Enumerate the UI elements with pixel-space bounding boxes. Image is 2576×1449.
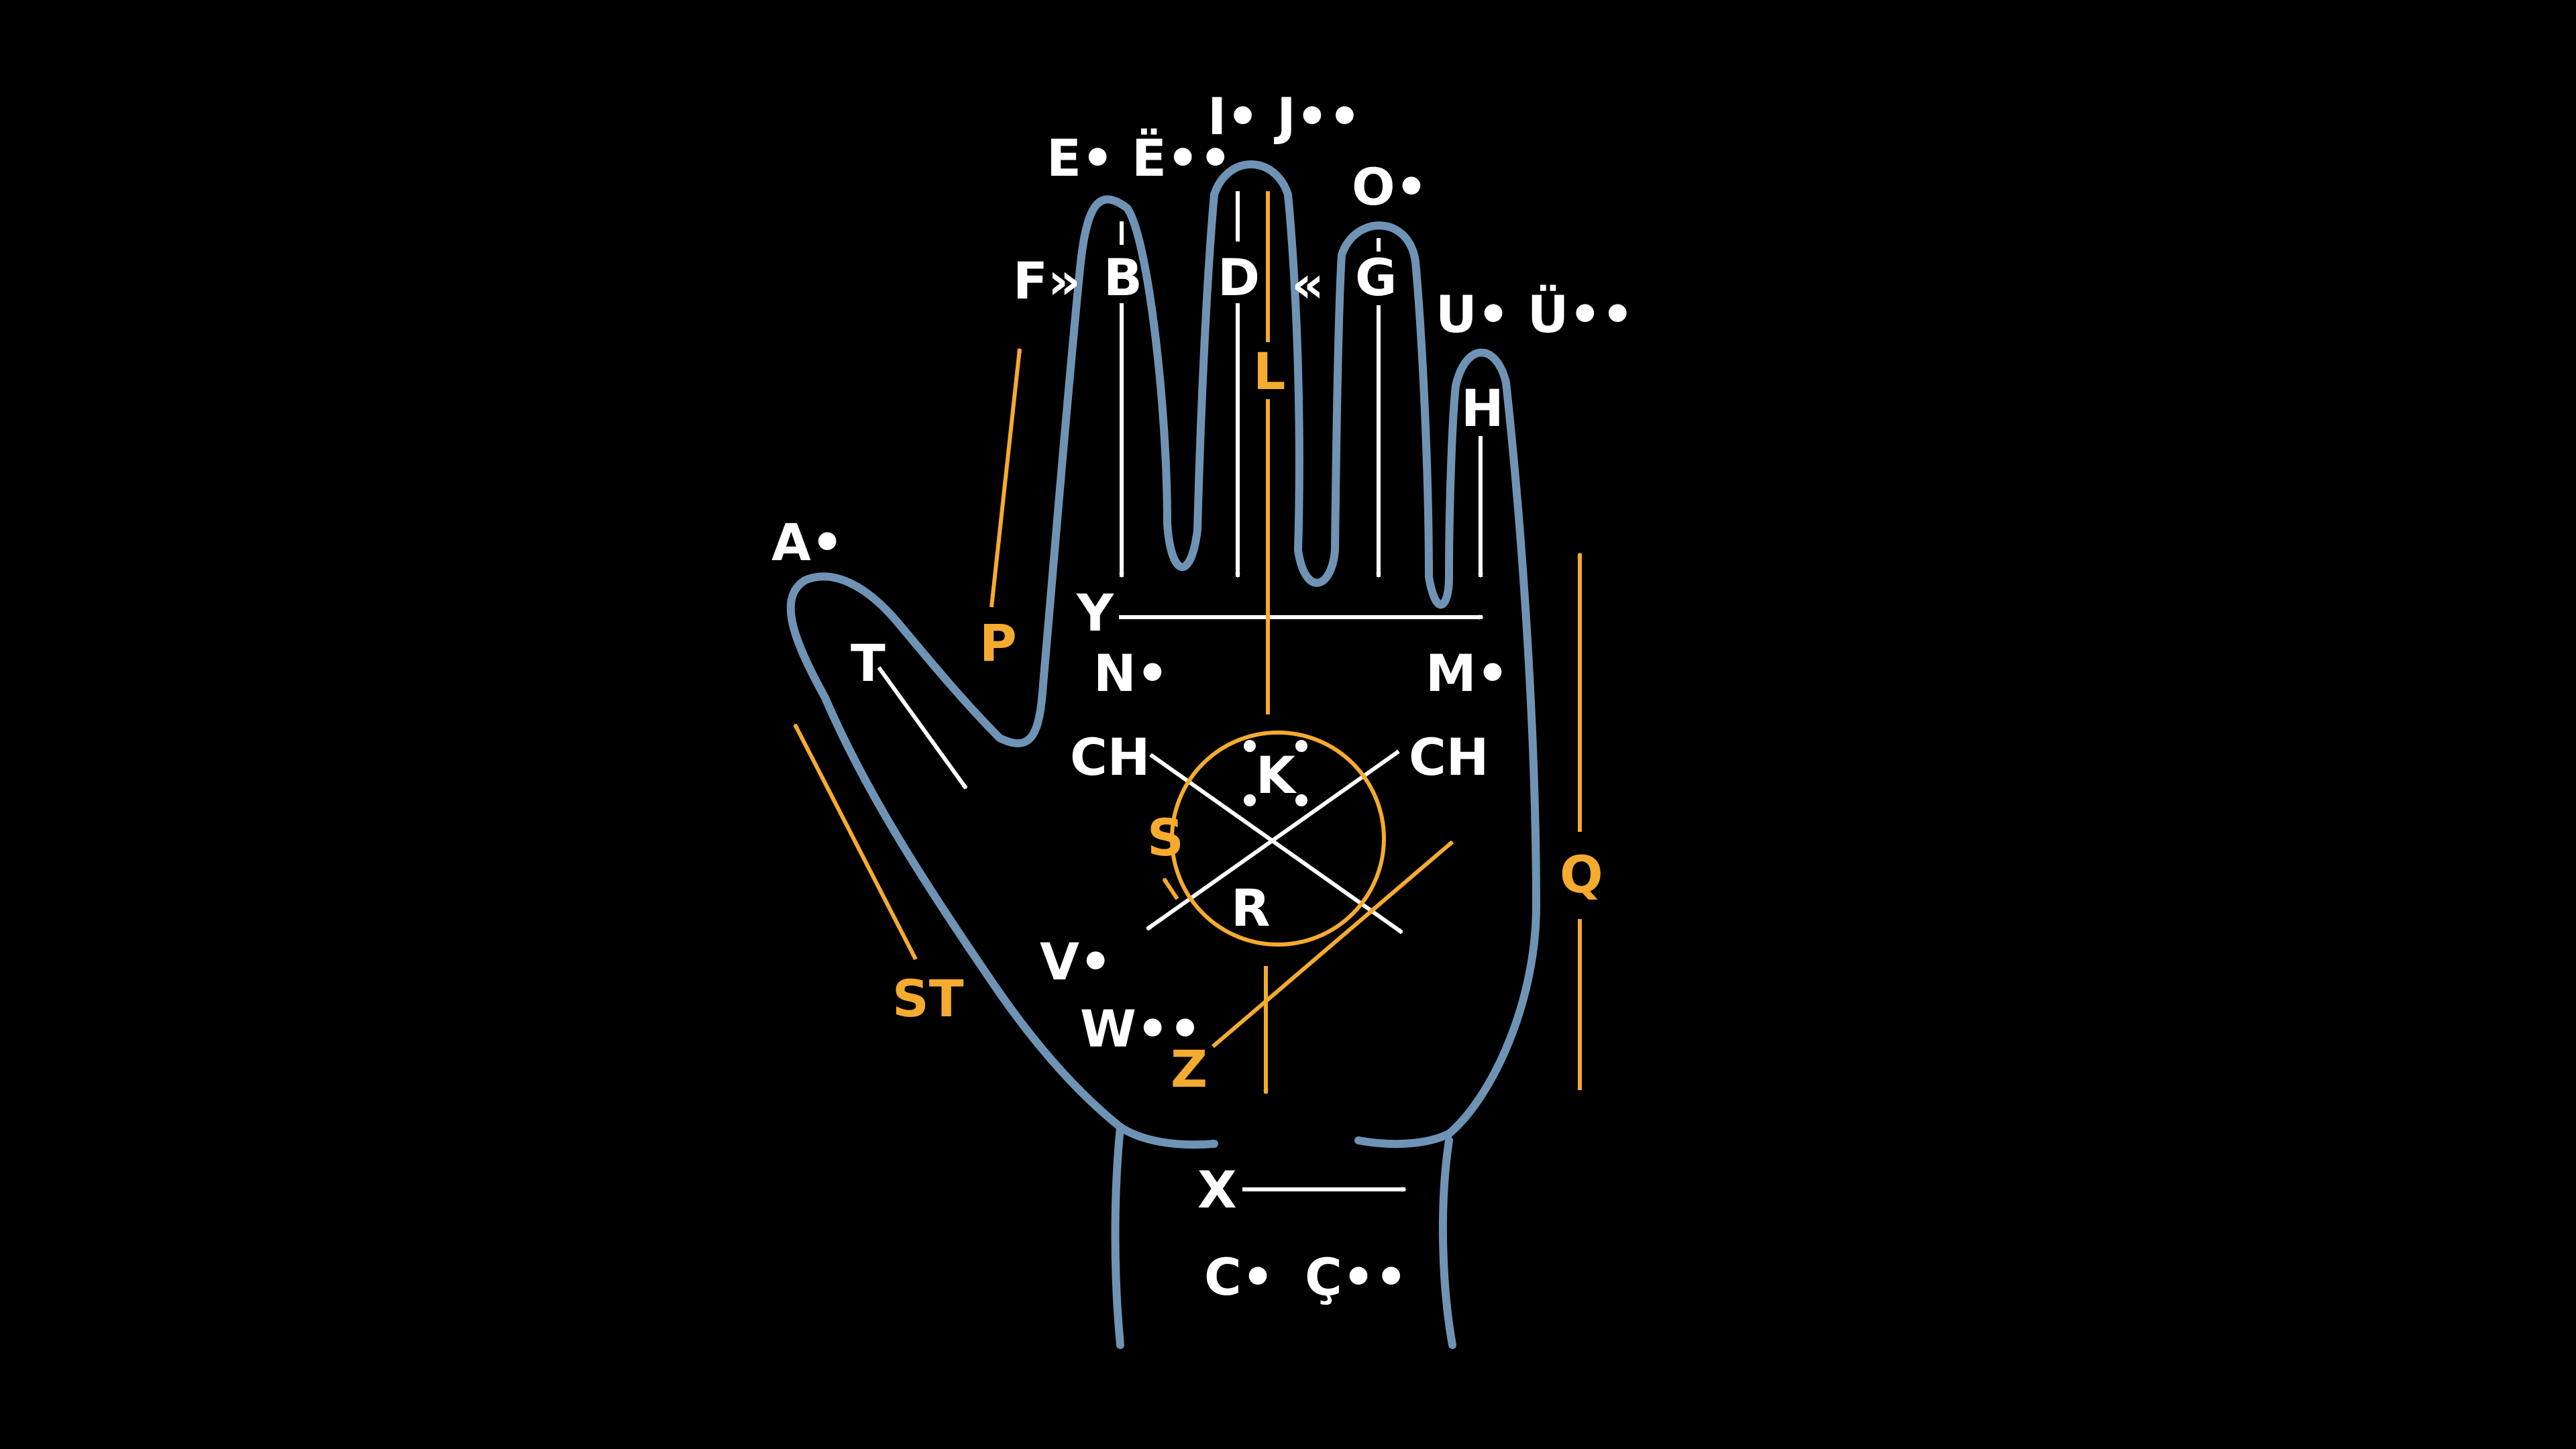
label-st: ST bbox=[892, 969, 964, 1028]
k-dot-top-left bbox=[1244, 740, 1256, 752]
label-c-cedilla: Ç•• bbox=[1305, 1247, 1407, 1307]
label-x: X bbox=[1197, 1160, 1237, 1220]
label-v: V• bbox=[1040, 932, 1112, 991]
label-i-dot: I• J•• bbox=[1208, 87, 1361, 146]
label-l: L bbox=[1253, 341, 1285, 401]
arrow-p-up bbox=[989, 349, 1020, 608]
hand-outline bbox=[786, 160, 1540, 1349]
label-g: G bbox=[1355, 248, 1397, 307]
circle-s bbox=[1170, 731, 1386, 947]
label-k: K bbox=[1256, 745, 1297, 805]
label-guillemet-left: « bbox=[1291, 254, 1324, 314]
arrow-t bbox=[877, 666, 968, 790]
label-d: D bbox=[1218, 248, 1260, 307]
wrist-right-edge bbox=[1438, 1136, 1456, 1349]
arrow-z-up bbox=[1212, 840, 1454, 1049]
label-m: M• bbox=[1426, 643, 1509, 703]
label-o-dot: O• bbox=[1352, 157, 1428, 217]
k-dot-top-right bbox=[1295, 740, 1307, 752]
label-u-dot: U• Ü•• bbox=[1436, 284, 1634, 344]
label-f: F» bbox=[1013, 251, 1081, 311]
label-ch-left: CH bbox=[1070, 727, 1150, 787]
k-dot-bottom-left bbox=[1244, 794, 1256, 806]
label-e-dot: E• Ë•• bbox=[1046, 127, 1232, 188]
arrow-st-up bbox=[793, 724, 918, 961]
label-n: N• bbox=[1093, 643, 1169, 703]
label-y: Y bbox=[1076, 583, 1114, 643]
label-z: Z bbox=[1171, 1039, 1208, 1099]
label-ch-right: CH bbox=[1409, 727, 1489, 787]
label-h: H bbox=[1461, 378, 1504, 438]
wrist-left-edge bbox=[1116, 1123, 1218, 1149]
label-q: Q bbox=[1560, 845, 1603, 904]
label-s: S bbox=[1147, 808, 1184, 867]
label-a: A• bbox=[771, 513, 843, 572]
label-r: R bbox=[1231, 878, 1271, 938]
label-t: T bbox=[851, 633, 885, 693]
arrow-s-tip bbox=[1162, 877, 1179, 900]
k-dot-bottom-right bbox=[1295, 794, 1307, 806]
label-b: B bbox=[1104, 248, 1142, 307]
label-w: W•• bbox=[1080, 999, 1201, 1059]
label-p: P bbox=[979, 613, 1017, 673]
label-c: C• bbox=[1204, 1247, 1274, 1307]
